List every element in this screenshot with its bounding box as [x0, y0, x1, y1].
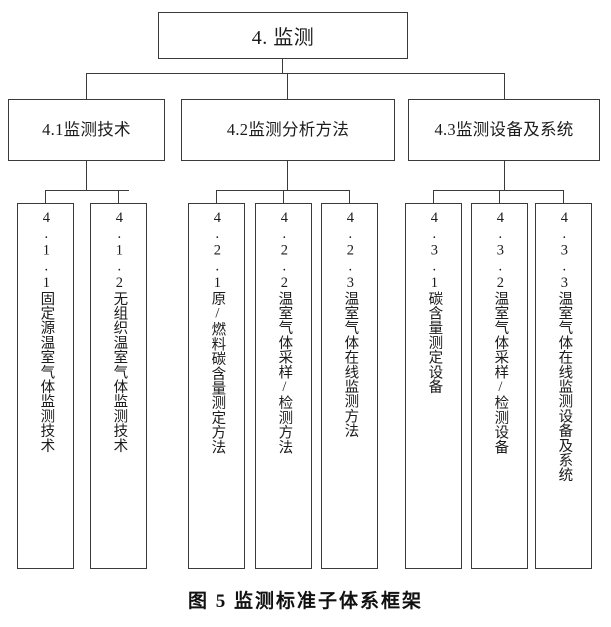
node-4-1-monitoring-technology[interactable]: 4.1监测技术	[8, 99, 165, 161]
connector-drop-4-2-3	[349, 190, 351, 203]
node-4-3-2-sampling-detection-equipment[interactable]: 4.3.2温室气体采样/检测设备	[471, 203, 528, 569]
node-4-3-label: 4.3监测设备及系统	[434, 119, 574, 139]
connector-drop-4-3-3	[563, 190, 565, 203]
node-4-2-label: 4.2监测分析方法	[226, 119, 350, 139]
node-4-2-2-sampling-detection-method[interactable]: 4.2.2温室气体采样/检测方法	[255, 203, 312, 569]
connector-4-3-bus	[433, 190, 564, 192]
connector-drop-4-1-2	[118, 190, 120, 203]
node-4-1-label: 4.1监测技术	[42, 119, 131, 139]
figure-caption: 图 5 监测标准子体系框架	[187, 591, 423, 612]
node-4-2-3-label: 4.2.3温室气体在线监测方法	[342, 210, 359, 438]
node-4-3-3-online-monitoring-equipment[interactable]: 4.3.3温室气体在线监测设备及系统	[535, 203, 592, 569]
node-4-1-2-fugitive-source[interactable]: 4.1.2无组织温室气体监测技术	[90, 203, 147, 569]
node-root-label: 4. 监测	[251, 27, 315, 49]
node-4-2-1-carbon-content-method[interactable]: 4.2.1原/燃料碳含量测定方法	[188, 203, 245, 569]
connector-drop-4-2-2	[283, 190, 285, 203]
connector-drop-l2-1	[86, 73, 88, 99]
node-4-3-3-label: 4.3.3温室气体在线监测设备及系统	[556, 210, 573, 483]
node-4-3-1-label: 4.3.1碳含量测定设备	[426, 210, 443, 394]
node-root-monitoring[interactable]: 4. 监测	[158, 12, 408, 59]
node-4-2-1-label: 4.2.1原/燃料碳含量测定方法	[209, 210, 226, 455]
node-4-2-analysis-method[interactable]: 4.2监测分析方法	[181, 99, 395, 161]
connector-4-1-bus	[45, 190, 129, 192]
node-4-2-2-label: 4.2.2温室气体采样/检测方法	[276, 210, 293, 455]
connector-drop-4-2-1	[216, 190, 218, 203]
connector-drop-l2-2	[287, 73, 289, 99]
node-4-1-2-label: 4.1.2无组织温室气体监测技术	[111, 210, 128, 453]
node-4-3-equipment-system[interactable]: 4.3监测设备及系统	[408, 99, 600, 161]
node-4-2-3-online-monitoring-method[interactable]: 4.2.3温室气体在线监测方法	[321, 203, 378, 569]
connector-drop-4-3-1	[433, 190, 435, 203]
connector-root-bus	[86, 73, 504, 75]
connector-4-1-stem	[86, 161, 88, 190]
connector-root-stem	[282, 59, 284, 73]
connector-drop-4-1-1	[45, 190, 47, 203]
connector-4-2-stem	[287, 161, 289, 190]
node-4-3-1-carbon-content-equipment[interactable]: 4.3.1碳含量测定设备	[405, 203, 462, 569]
connector-4-3-stem	[504, 161, 506, 190]
connector-drop-l2-3	[504, 73, 506, 99]
connector-drop-4-3-2	[499, 190, 501, 203]
node-4-3-2-label: 4.3.2温室气体采样/检测设备	[492, 210, 509, 455]
node-4-1-1-label: 4.1.1固定源温室气体监测技术	[38, 210, 55, 453]
node-4-1-1-stationary-source[interactable]: 4.1.1固定源温室气体监测技术	[17, 203, 74, 569]
